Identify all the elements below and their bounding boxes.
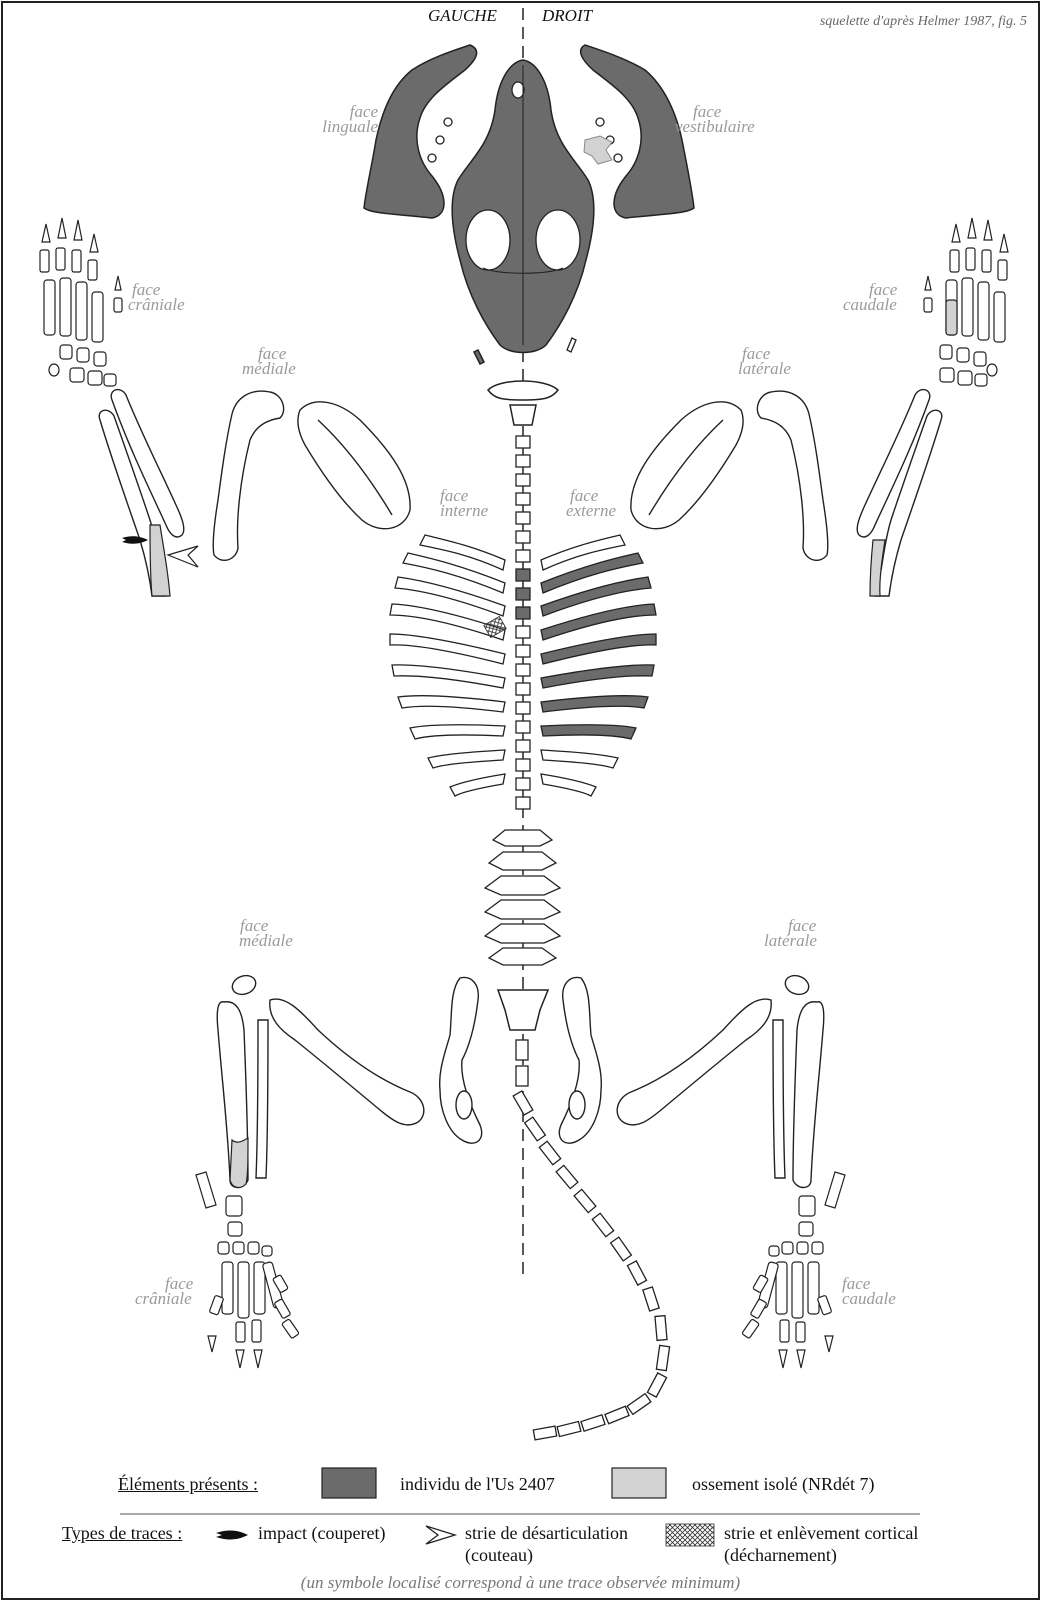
left-hindlimb <box>217 972 481 1187</box>
left-front-paw <box>40 218 122 386</box>
left-ribs <box>390 535 505 796</box>
right-hind-paw <box>742 1172 845 1368</box>
crosshatch-icon <box>666 1524 714 1546</box>
left-femur <box>270 999 424 1125</box>
right-tibia <box>793 1002 824 1188</box>
legend-strie-sub: (couteau) <box>465 1545 533 1566</box>
legend-note: (un symbole localisé correspond à une tr… <box>0 1573 1041 1593</box>
legend-cortical-label: strie et enlèvement cortical <box>724 1523 918 1544</box>
atlas <box>488 381 558 400</box>
right-fibula <box>773 1020 785 1178</box>
strie-arrow-forelimb <box>168 546 198 567</box>
right-forelimb <box>631 390 942 596</box>
header-right: DROIT <box>542 6 592 26</box>
legend-strie-label: strie de désarticulation <box>465 1523 628 1544</box>
right-ribs <box>541 535 656 796</box>
legend-individual-label: individu de l'Us 2407 <box>400 1474 555 1495</box>
left-humerus <box>213 391 283 560</box>
black-arrow-icon <box>216 1531 248 1540</box>
sacrum <box>498 990 548 1030</box>
right-humerus <box>757 391 827 560</box>
isolated-fragment <box>584 136 612 164</box>
source-note: squelette d'après Helmer 1987, fig. 5 <box>820 14 1027 30</box>
left-orbit <box>466 210 510 270</box>
right-front-paw <box>924 218 1008 386</box>
left-scapula <box>298 402 410 529</box>
swatch-individual <box>322 1468 376 1498</box>
skull-group <box>364 45 694 364</box>
legend-isolated-label: ossement isolé (NRdét 7) <box>692 1474 874 1495</box>
right-hindlimb <box>559 972 823 1187</box>
open-arrowhead-icon <box>426 1526 455 1544</box>
left-fibula <box>256 1020 268 1178</box>
legend-traces-title: Types de traces : <box>62 1523 182 1544</box>
left-hind-paw <box>196 1172 299 1368</box>
swatch-isolated <box>612 1468 666 1498</box>
left-forelimb <box>99 390 410 596</box>
right-femur <box>617 999 771 1125</box>
right-orbit <box>536 210 580 270</box>
legend-cortical-sub: (décharnement) <box>724 1545 837 1566</box>
legend-elements-title: Éléments présents : <box>118 1474 258 1495</box>
header-left: GAUCHE <box>428 6 497 26</box>
legend-impact-label: impact (couperet) <box>258 1523 385 1544</box>
right-scapula <box>631 402 743 529</box>
